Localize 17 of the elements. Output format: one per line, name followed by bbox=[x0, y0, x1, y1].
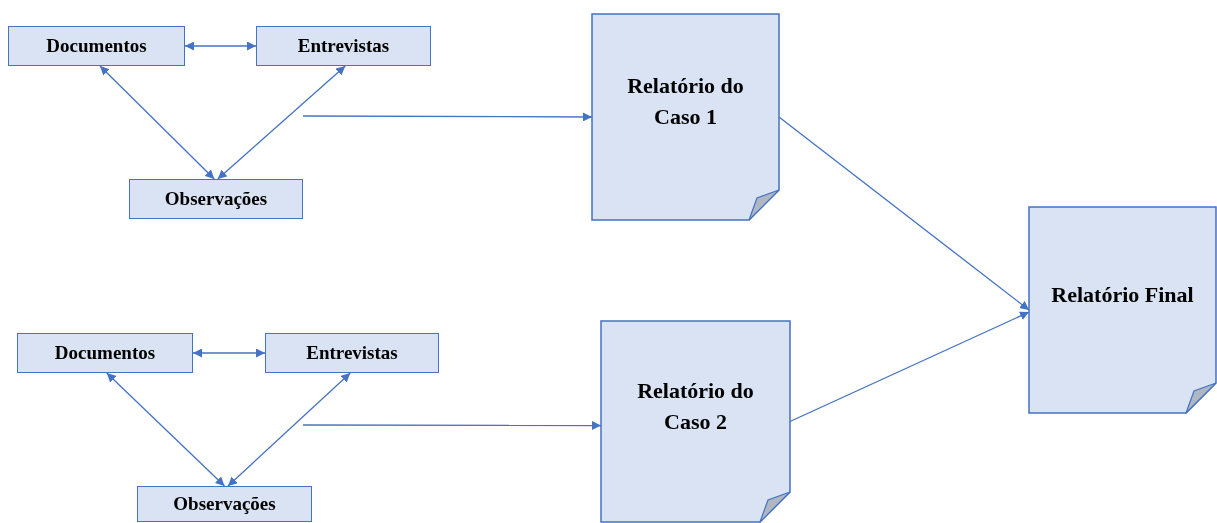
document-title: Relatório Final bbox=[1051, 280, 1194, 309]
arrow bbox=[99, 65, 215, 180]
process-box: Observações bbox=[129, 179, 303, 219]
arrow bbox=[217, 65, 346, 180]
arrow bbox=[192, 348, 266, 358]
arrow bbox=[184, 41, 257, 51]
arrow bbox=[302, 421, 602, 430]
process-box: Documentos bbox=[8, 26, 185, 66]
document-title: Relatório do Caso 1 bbox=[626, 72, 745, 131]
process-box: Documentos bbox=[17, 333, 193, 373]
process-box: Entrevistas bbox=[256, 26, 431, 66]
document-title: Relatório do Caso 2 bbox=[636, 376, 755, 436]
arrow bbox=[106, 372, 226, 487]
process-box: Entrevistas bbox=[265, 333, 439, 373]
process-box: Observações bbox=[137, 486, 312, 522]
arrow bbox=[227, 372, 351, 487]
arrow bbox=[302, 112, 593, 122]
